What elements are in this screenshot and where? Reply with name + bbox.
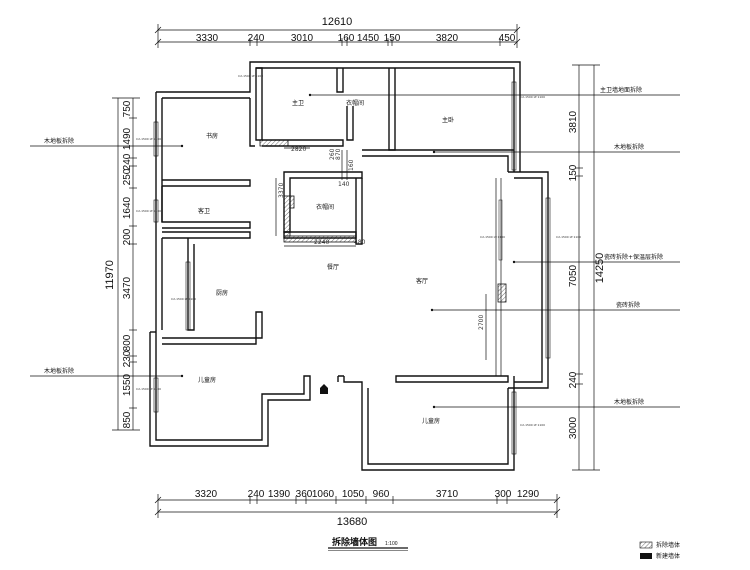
drawing-title: 拆除墙体图 1:100: [328, 536, 408, 551]
entrance-icon: [320, 384, 328, 394]
bottom-seg-7: 960: [373, 489, 390, 500]
title-text: 拆除墙体图: [332, 536, 377, 548]
left-seg-5: 1640: [122, 196, 133, 219]
legend-label-new: 新建墙体: [656, 552, 680, 560]
top-seg-4: 160: [338, 33, 355, 44]
inner-dim-2240: 2240: [314, 239, 329, 246]
left-seg-8: 800: [122, 334, 133, 351]
top-seg-7: 3820: [436, 33, 459, 44]
left-seg-7: 3470: [122, 276, 133, 299]
room-walkin-closet-2: 衣帽间: [316, 203, 334, 211]
inner-dim-160: 160: [348, 159, 355, 171]
bottom-seg-1: 3320: [195, 489, 218, 500]
window-code: C2-1500 LT:1100: [136, 209, 161, 213]
bottom-seg-4: 360: [296, 489, 313, 500]
right-dimension-chain: 3810 150 7050 240 3000 14250: [568, 64, 606, 471]
right-seg-5: 3000: [568, 416, 579, 439]
left-seg-2: 1490: [122, 127, 133, 150]
left-seg-1: 750: [122, 100, 133, 117]
bottom-total-dim: 13680: [337, 516, 368, 528]
window-codes: C2-1500 LT:1100 C2-1500 LT:1100 C2-1500 …: [136, 74, 581, 427]
demolished-walls: [259, 139, 507, 303]
room-master-bedroom: 主卧: [442, 116, 454, 124]
right-seg-1: 3810: [568, 110, 579, 133]
room-dining: 餐厅: [327, 263, 339, 271]
top-dimension-chain: 12610 3330 240 3010 160 1450 150 3820 45…: [154, 16, 521, 48]
room-kitchen: 厨房: [216, 289, 228, 297]
room-guest-bath: 客卫: [198, 207, 210, 215]
inner-dim-480: 480: [354, 239, 366, 246]
bottom-seg-8: 3710: [436, 489, 459, 500]
window-code: C2-1500 LT:1100: [171, 297, 196, 301]
annotation-tile: 瓷砖拆除: [616, 301, 640, 309]
window-code: C2-1500 LT:1100: [238, 74, 263, 78]
left-seg-3: 240: [122, 153, 133, 170]
room-kids-1: 儿童房: [198, 376, 216, 384]
bottom-seg-6: 1050: [342, 489, 365, 500]
window-code: C2-1500 LT:1100: [520, 95, 545, 99]
bottom-seg-9: 300: [495, 489, 512, 500]
walls: [149, 61, 549, 471]
inner-dim-3370: 3370: [278, 183, 285, 198]
room-labels: 主卫 衣帽间 主卧 书房 客卫 衣帽间 餐厅 客厅 厨房 儿童房 儿童房: [198, 99, 454, 425]
top-total-dim: 12610: [322, 16, 353, 28]
inner-dimensions: 2820 260 870 160 140 3370 2240 480 2700: [275, 146, 487, 360]
annotation-tile-insulation: 瓷砖拆除+保温层拆除: [604, 253, 663, 261]
room-master-bath: 主卫: [292, 99, 304, 107]
top-seg-2: 240: [248, 33, 265, 44]
windows: [153, 81, 551, 455]
room-kids-2: 儿童房: [422, 417, 440, 425]
bottom-seg-3: 1390: [268, 489, 291, 500]
window-code: C2-1500 LT:1100: [480, 235, 505, 239]
inner-dim-870: 870: [335, 148, 342, 160]
bottom-dimension-chain: 3320 240 1390 360 1060 1050 960 3710 300…: [154, 489, 561, 528]
inner-dim-260: 260: [329, 148, 336, 160]
right-seg-3: 7050: [568, 264, 579, 287]
left-seg-11: 850: [122, 411, 133, 428]
bottom-seg-2: 240: [248, 489, 265, 500]
legend-label-demolish: 拆除墙体: [656, 541, 680, 549]
top-seg-6: 150: [384, 33, 401, 44]
bottom-seg-5: 1060: [312, 489, 335, 500]
room-study: 书房: [206, 132, 218, 140]
window-code: C2-1500 LT:1100: [556, 235, 581, 239]
legend-swatch-new: [640, 553, 652, 559]
room-living: 客厅: [416, 277, 428, 285]
legend: 拆除墙体 新建墙体: [639, 541, 680, 560]
annotation-leaders: [30, 93, 680, 409]
left-seg-4: 250: [122, 168, 133, 185]
inner-dim-2700: 2700: [478, 315, 485, 330]
inner-dim-2820: 2820: [291, 146, 306, 153]
legend-swatch-demolish: [639, 541, 653, 549]
left-seg-10: 1550: [122, 373, 133, 396]
left-dimension-chain: 11970 750 1490 240 250 1640 200 3470 800…: [104, 97, 140, 431]
annotations: 主卫墙地面拆除 木地板拆除 木地板拆除 木地板拆除 瓷砖拆除+保温层拆除 瓷砖拆…: [44, 86, 663, 406]
annotation-study-floor: 木地板拆除: [44, 137, 74, 145]
annotation-master-floor: 木地板拆除: [614, 143, 644, 151]
left-total-dim: 11970: [104, 260, 116, 290]
right-total-dim: 14250: [594, 253, 606, 284]
window-code: C2-1500 LT:1100: [520, 423, 545, 427]
annotation-kids-floor: 木地板拆除: [44, 367, 74, 375]
room-walkin-closet-1: 衣帽间: [346, 99, 364, 107]
left-seg-9: 230: [122, 350, 133, 367]
top-seg-5: 1450: [357, 33, 380, 44]
top-seg-3: 3010: [291, 33, 314, 44]
inner-dim-140: 140: [338, 181, 350, 188]
annotation-kids2-floor: 木地板拆除: [614, 398, 644, 406]
window-code: C2-1500 LT:1100: [136, 387, 161, 391]
title-scale: 1:100: [385, 541, 398, 547]
top-seg-8: 450: [499, 33, 516, 44]
window-code: C2-1500 LT:1100: [136, 137, 161, 141]
top-seg-1: 3330: [196, 33, 219, 44]
bottom-seg-10: 1290: [517, 489, 540, 500]
left-seg-6: 200: [122, 228, 133, 245]
right-seg-4: 240: [568, 371, 579, 388]
annotation-master-bath-demo: 主卫墙地面拆除: [600, 86, 642, 94]
right-seg-2: 150: [568, 164, 579, 181]
